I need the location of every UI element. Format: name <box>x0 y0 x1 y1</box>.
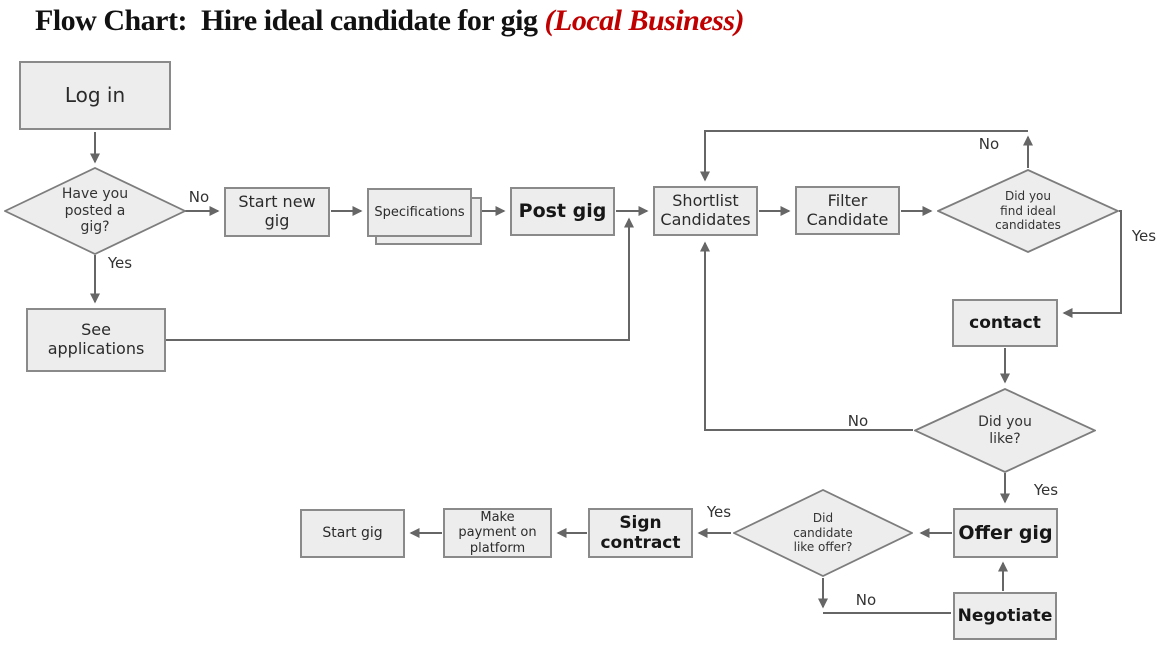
node-label: Did you like? <box>978 413 1032 447</box>
node-find-ideal-candidates: Did you find ideal candidates <box>937 169 1119 253</box>
edge-label-no: No <box>978 135 1000 153</box>
node-label: Start new gig <box>238 192 316 230</box>
node-start-new-gig: Start new gig <box>224 187 330 237</box>
edge-label-yes: Yes <box>1033 481 1059 499</box>
edge-label-no: No <box>188 188 210 206</box>
node-specifications: Specifications <box>367 188 472 237</box>
node-label: See applications <box>47 320 145 358</box>
edge-find-ideal-yes-to-contact <box>1062 210 1122 318</box>
node-label: Sign contract <box>600 512 681 553</box>
diamond-shape <box>937 169 1119 253</box>
node-label: Offer gig <box>958 521 1053 544</box>
node-filter-candidate: Filter Candidate <box>795 186 900 235</box>
title-accent: (Local Business) <box>544 4 745 37</box>
node-start-gig: Start gig <box>300 509 405 558</box>
node-contact: contact <box>952 299 1058 347</box>
edge-label-yes: Yes <box>107 254 133 272</box>
edge-find-ideal-no-to-shortlist <box>700 130 1028 182</box>
node-label: Post gig <box>518 200 607 223</box>
node-shortlist-candidates: Shortlist Candidates <box>653 186 758 236</box>
edge-label-yes: Yes <box>706 503 732 521</box>
node-label: contact <box>969 312 1041 333</box>
edge-see-applications-to-shortlist <box>166 217 634 341</box>
edge-label-yes: Yes <box>1131 227 1157 245</box>
diamond-shape <box>914 388 1096 473</box>
node-label: Have you posted a gig? <box>61 185 129 236</box>
node-label: Did you find ideal candidates <box>995 189 1061 233</box>
node-offer-gig: Offer gig <box>953 508 1058 558</box>
edge-did-you-like-no-to-shortlist <box>700 241 913 431</box>
node-negotiate: Negotiate <box>953 592 1057 640</box>
node-post-gig: Post gig <box>510 187 615 236</box>
node-label: Shortlist Candidates <box>660 191 751 229</box>
node-log-in: Log in <box>19 61 171 130</box>
node-candidate-like-offer: Did candidate like offer? <box>733 489 913 577</box>
node-sign-contract: Sign contract <box>588 508 693 558</box>
page-title: Flow Chart: Hire ideal candidate for gig… <box>35 4 745 38</box>
node-did-you-like: Did you like? <box>914 388 1096 473</box>
node-label: Start gig <box>322 525 383 542</box>
edge-label-no: No <box>855 591 877 609</box>
node-label: Specifications <box>374 204 465 220</box>
node-label: Negotiate <box>957 605 1053 626</box>
node-make-payment: Make payment on platform <box>443 508 552 558</box>
node-label: Make payment on platform <box>458 510 537 556</box>
diamond-shape <box>733 489 913 577</box>
diamond-shape <box>4 167 186 255</box>
node-label: Filter Candidate <box>806 190 889 229</box>
edge-label-no: No <box>847 412 869 430</box>
title-main: Flow Chart: Hire ideal candidate for gig <box>35 4 545 37</box>
node-label: Did candidate like offer? <box>793 511 853 555</box>
node-label: Log in <box>64 82 126 107</box>
node-have-posted-gig: Have you posted a gig? <box>4 167 186 255</box>
node-see-applications: See applications <box>26 308 166 372</box>
